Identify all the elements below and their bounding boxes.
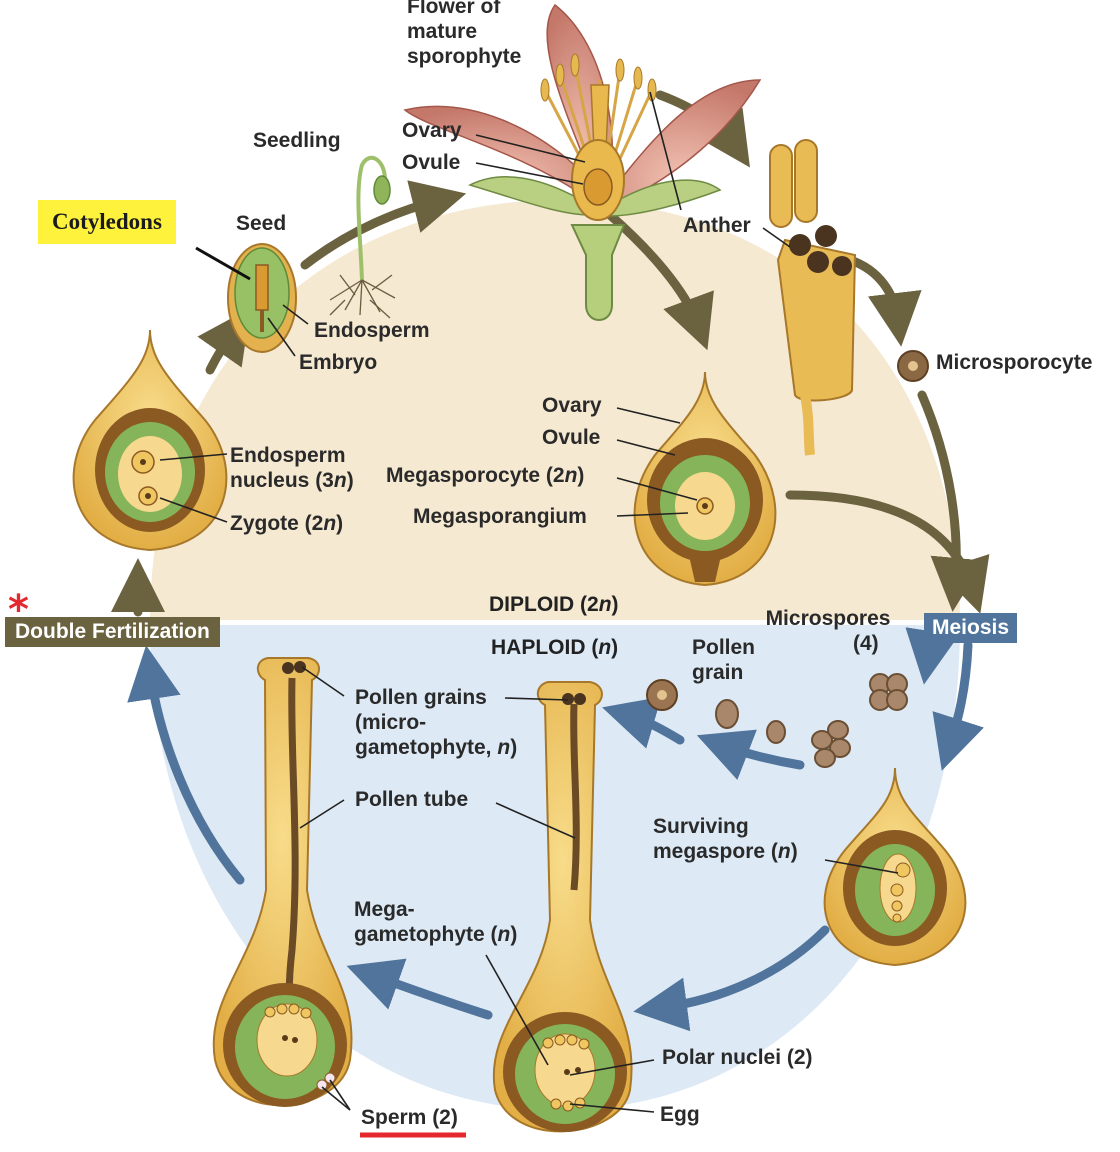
surviving-text: megaspore ( [653,840,778,863]
arrow-megaspore-to-megagametophyte [633,925,830,1032]
label-ovule-top: Ovule [402,151,461,174]
surviving-line1: Surviving [653,815,749,838]
arrow-ovule-to-meiosis [785,490,990,614]
label-megasporangium: Megasporangium [413,505,587,528]
mega-n: n [497,923,511,946]
arrow-pollen-to-pollen-tube [602,696,685,749]
pollen-grain-line1: Pollen [692,636,756,659]
label-endosperm: Endosperm [314,319,430,342]
label-diploid: DIPLOID (2n) [489,593,619,617]
label-endosperm-nucleus: Endosperm nucleus (3n) [230,443,354,493]
pollen-grains-n: n [497,736,511,759]
diploid-close: ) [611,593,619,616]
seed-illustration [227,243,297,353]
double-fertilization-tag: Double Fertilization [5,617,220,647]
pollen-grain-line2: grain [692,661,744,684]
mega-line2: gametophyte (n) [354,922,517,947]
surviving-close: ) [790,840,798,863]
label-ovary-top: Ovary [402,119,462,142]
seedling-illustration [329,155,396,319]
diploid-n: n [598,593,612,616]
arrow-meiosis-to-microspores [905,627,959,685]
meiosis-tag: Meiosis [924,613,1018,643]
diploid-arrows [111,90,990,617]
pollen-grains-line3: gametophyte, n) [355,735,517,760]
flower-label-line1: Flower of [407,0,501,18]
flower-label-line2: mature [407,20,478,43]
endosperm-nucleus-close: ) [346,469,354,492]
label-embryo: Embryo [299,351,378,374]
haploid-text: HAPLOID ( [491,636,599,659]
surviving-n: n [777,840,791,863]
arrow-ovule-to-seed [197,307,251,375]
label-pollen-tube: Pollen tube [355,788,469,811]
megasporocyte-n: n [564,464,578,487]
microspores-line2: (4) [853,632,879,655]
label-haploid: HAPLOID (n) [491,636,618,660]
ovule-surviving-megaspore [823,767,967,967]
anther-illustration [769,139,857,456]
label-sperm: Sperm (2) [361,1106,458,1129]
label-ovule-mid: Ovule [542,426,601,449]
surviving-line2: megaspore (n) [653,839,798,864]
arrow-seed-to-flower [300,180,467,270]
arrow-meiosis-to-megaspore [932,640,984,771]
label-microsporocyte: Microsporocyte [936,351,1093,374]
label-pollen-grains: Pollen grains (micro- gametophyte, n) [355,685,517,760]
arrow-microspores-to-pollen [696,729,805,780]
pollen-grains-line2: (micro- [355,711,427,734]
cotyledons-highlight-tag: Cotyledons [38,200,176,244]
label-flower-of-mature-sporophyte: Flower of mature sporophyte [407,0,521,69]
label-pollen-grain: Pollen grain [692,635,755,685]
zygote-text: Zygote (2 [230,512,324,535]
zygote-n: n [323,512,337,535]
label-egg: Egg [660,1103,700,1126]
endosperm-nucleus-line2: nucleus (3n) [230,468,354,493]
haploid-arrows [127,627,984,1032]
endosperm-nucleus-n: n [333,469,347,492]
ovule-pollen-tube-middle [492,681,633,1133]
pollen-grains-close: ) [510,736,518,759]
microspores-line1: Microspores [765,607,891,630]
label-zygote: Zygote (2n) [230,511,343,536]
endosperm-nucleus-line1: Endosperm [230,444,346,467]
pollen-grains-line1: Pollen grains [355,686,487,709]
label-megasporocyte: Megasporocyte (2n) [386,463,584,488]
megasporocyte-text: Megasporocyte (2 [386,464,565,487]
flower-label-line3: sporophyte [407,45,522,68]
label-ovary-mid: Ovary [542,394,602,417]
pollen-grains-text: gametophyte, [355,736,498,759]
label-polar-nuclei: Polar nuclei (2) [662,1046,813,1069]
ovule-pollen-tube-left [212,657,353,1107]
haploid-n: n [598,636,612,659]
arrow-megagametophyte-to-fertilization [346,958,493,1020]
label-megagametophyte: Mega- gametophyte (n) [354,897,517,947]
ovule-megasporocyte [633,371,777,587]
haploid-close: ) [611,636,619,659]
zygote-close: ) [336,512,344,535]
flower-illustration [403,3,762,321]
mega-text: gametophyte ( [354,923,498,946]
arrow-anther-to-microsporocyte [845,255,922,347]
mega-close: ) [510,923,518,946]
diploid-text: DIPLOID (2 [489,593,599,616]
microsporocyte-cell [897,350,929,382]
pollen-and-microspores [646,673,908,768]
arrow-left-up [127,645,245,885]
label-seedling: Seedling [253,129,341,152]
leader-lines [159,91,899,1113]
label-seed: Seed [236,212,287,235]
label-surviving-megaspore: Surviving megaspore (n) [653,814,798,864]
label-anther: Anther [683,214,751,237]
label-microspores: Microspores (4) [758,606,898,656]
ovule-fertilized-left [72,329,228,552]
megasporocyte-close: ) [577,464,585,487]
mega-line1: Mega- [354,898,415,921]
endosperm-nucleus-text: nucleus (3 [230,469,334,492]
